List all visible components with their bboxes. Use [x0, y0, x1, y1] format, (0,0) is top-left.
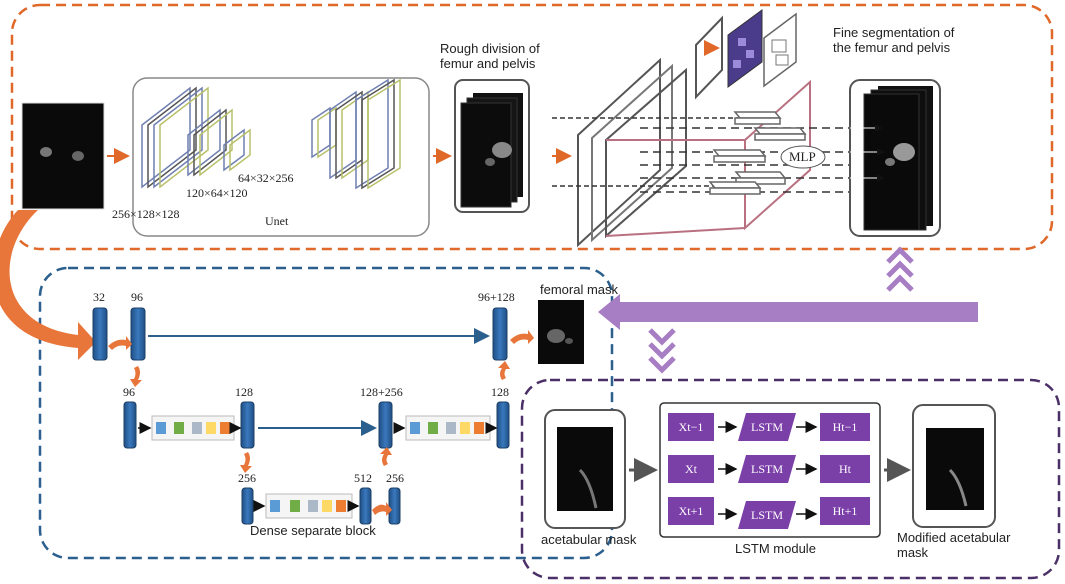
dense-block-3 — [253, 493, 360, 519]
channel-128-b: 128 — [491, 385, 509, 399]
lstm-grid — [668, 413, 870, 529]
rough-division-caption: Rough division of femur and pelvis — [440, 41, 540, 71]
lstm-x-row-2: Xt — [685, 462, 697, 476]
channel-256-a: 256 — [238, 471, 256, 485]
dense-block-2 — [393, 415, 498, 441]
top-panel-frame — [10, 3, 1054, 251]
fine-segmentation-caption: Fine segmentation of the femur and pelvi… — [833, 25, 955, 55]
lstm-h-row-1: Ht−1 — [832, 420, 858, 434]
unet-flow-arrows — [108, 330, 534, 516]
channel-96-a: 96 — [131, 290, 143, 304]
unet-box — [132, 77, 430, 237]
zoom-inset — [695, 9, 797, 100]
dense-block-label: Dense separate block — [250, 523, 376, 538]
lstm-x-row-3: Xt+1 — [678, 504, 704, 518]
channel-512: 512 — [354, 471, 372, 485]
fine-segmentation-stack — [863, 86, 933, 231]
feature-volume — [577, 57, 811, 248]
acetabular-mask-image — [557, 427, 613, 511]
unet-cylinders — [92, 307, 510, 525]
femoral-mask-label: femoral mask — [540, 282, 619, 297]
channel-128-plus-256: 128+256 — [360, 385, 403, 399]
channel-96-b: 96 — [123, 385, 135, 399]
acetabular-mask-label: acetabular mask — [541, 532, 637, 547]
arrow-refine-feedback — [598, 294, 978, 330]
channel-256-b: 256 — [386, 471, 404, 485]
arrow-input-to-unet-panel — [0, 210, 96, 360]
unet-decoder-layers — [311, 78, 401, 190]
modified-mask-image — [926, 428, 984, 510]
unet-label: Unet — [265, 214, 289, 228]
rough-division-stack — [460, 93, 523, 208]
point-features — [708, 111, 807, 195]
lstm-panel-frame — [520, 378, 1061, 580]
lstm-module-label: LSTM module — [735, 541, 816, 556]
lstm-h-row-2: Ht — [839, 462, 851, 476]
lstm-cell-row-3: LSTM — [750, 508, 783, 522]
lstm-cell-row-2: LSTM — [750, 462, 783, 476]
modified-mask-label: Modified acetabular mask — [897, 530, 1011, 560]
input-ct-image — [21, 102, 105, 210]
channel-128-a: 128 — [235, 385, 253, 399]
channel-32: 32 — [93, 290, 105, 304]
lstm-arrows — [718, 421, 818, 520]
chevrons-to-fine-segmentation — [886, 246, 914, 292]
lstm-h-row-3: Ht+1 — [832, 504, 858, 518]
lstm-x-row-1: Xt−1 — [678, 420, 704, 434]
chevrons-to-lstm-panel — [648, 328, 676, 374]
dim-label-2: 120×64×120 — [186, 186, 248, 200]
dim-label-1: 256×128×128 — [112, 207, 180, 221]
lstm-cell-row-1: LSTM — [750, 420, 783, 434]
mlp-node — [780, 145, 826, 169]
dense-block-1 — [138, 415, 242, 441]
unet-encoder-layers — [141, 86, 251, 189]
channel-96-plus-128: 96+128 — [478, 290, 515, 304]
dim-label-3: 64×32×256 — [238, 171, 294, 185]
mlp-label: MLP — [789, 149, 816, 164]
